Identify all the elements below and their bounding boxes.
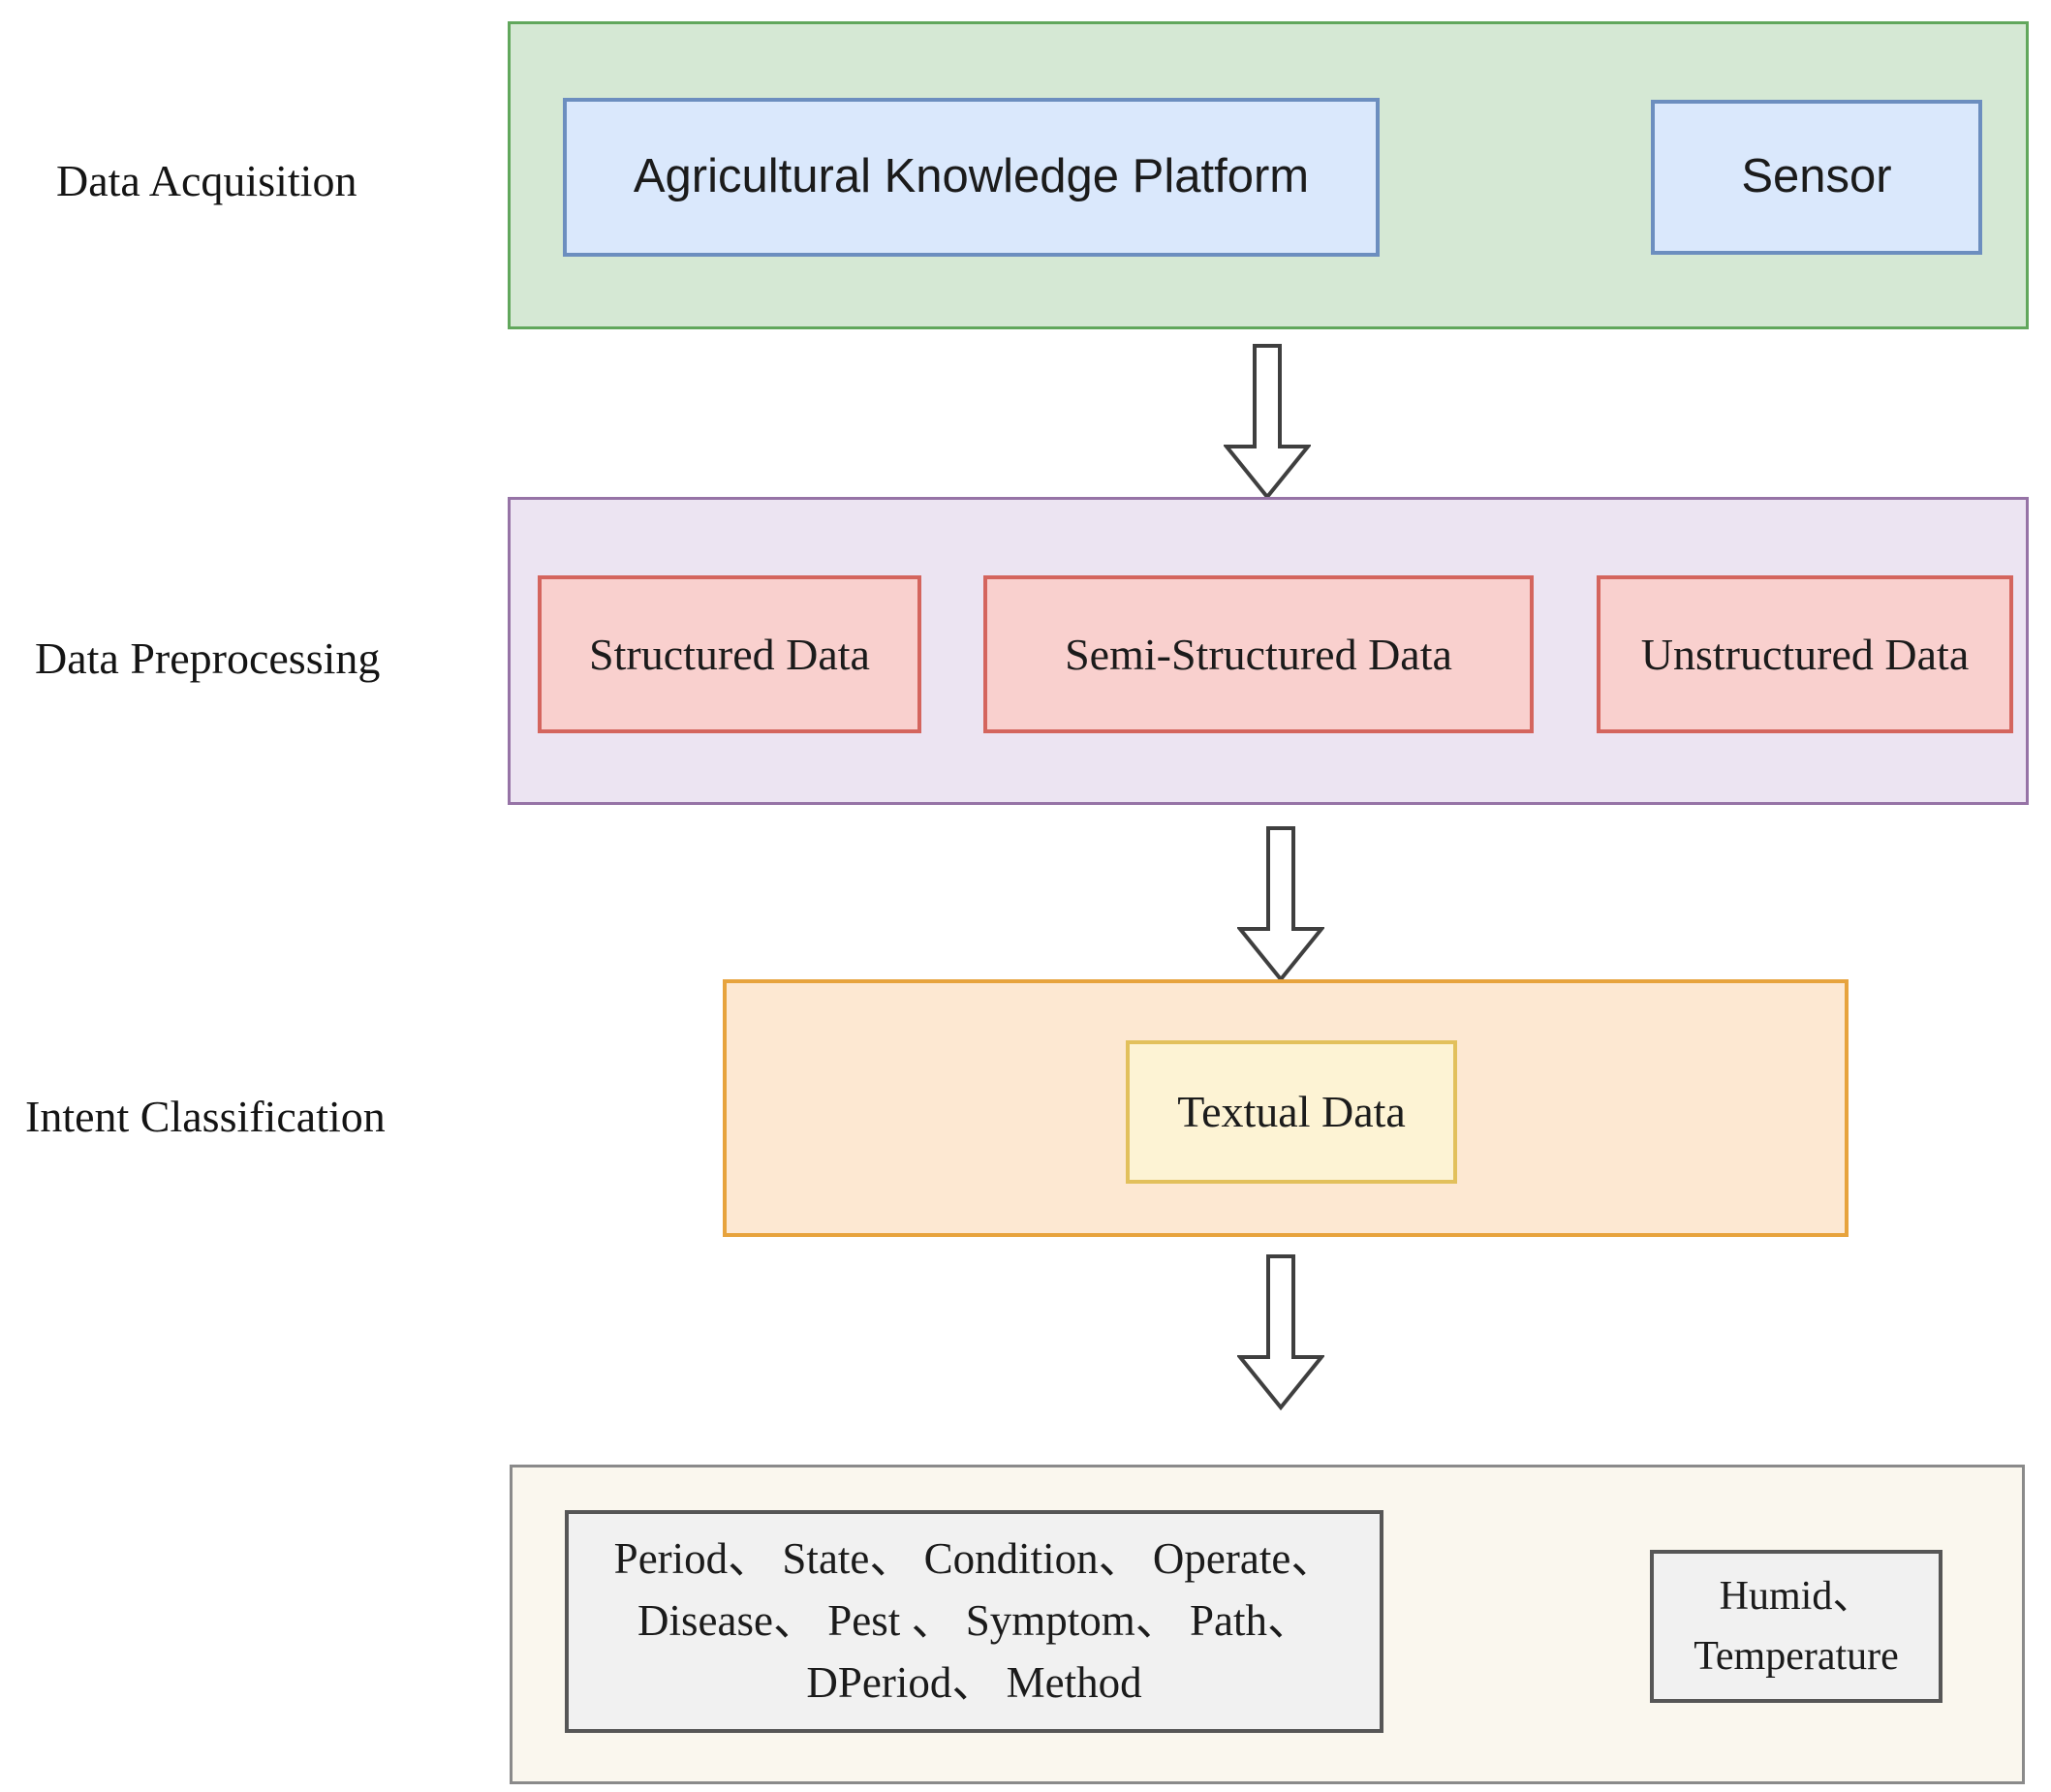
stage-label-data-acquisition: Data Acquisition [56,156,357,205]
agricultural-knowledge-platform-node: Agricultural Knowledge Platform [563,98,1380,257]
down-arrow-icon [1224,343,1311,500]
structured-data-node: Structured Data [538,575,921,733]
data-acquisition-section: Agricultural Knowledge Platform Sensor [508,21,2029,329]
sensor-node: Sensor [1651,100,1982,255]
stage-label-intent-classification: Intent Classification [25,1092,386,1141]
humid-temperature-node: Humid、 Temperature [1650,1550,1942,1703]
down-arrow-icon [1237,1253,1324,1410]
semi-structured-data-node: Semi-Structured Data [983,575,1534,733]
down-arrow-icon [1237,825,1324,982]
stage-label-data-preprocessing: Data Preprocessing [35,633,381,683]
intent-classification-section: Textual Data [723,979,1849,1237]
entity-classes-node: Period、 State、 Condition、 Operate、 Disea… [565,1510,1383,1733]
unstructured-data-node: Unstructured Data [1597,575,2013,733]
output-section: Period、 State、 Condition、 Operate、 Disea… [510,1465,2025,1784]
textual-data-node: Textual Data [1126,1040,1457,1184]
data-preprocessing-section: Structured Data Semi-Structured Data Uns… [508,497,2029,805]
